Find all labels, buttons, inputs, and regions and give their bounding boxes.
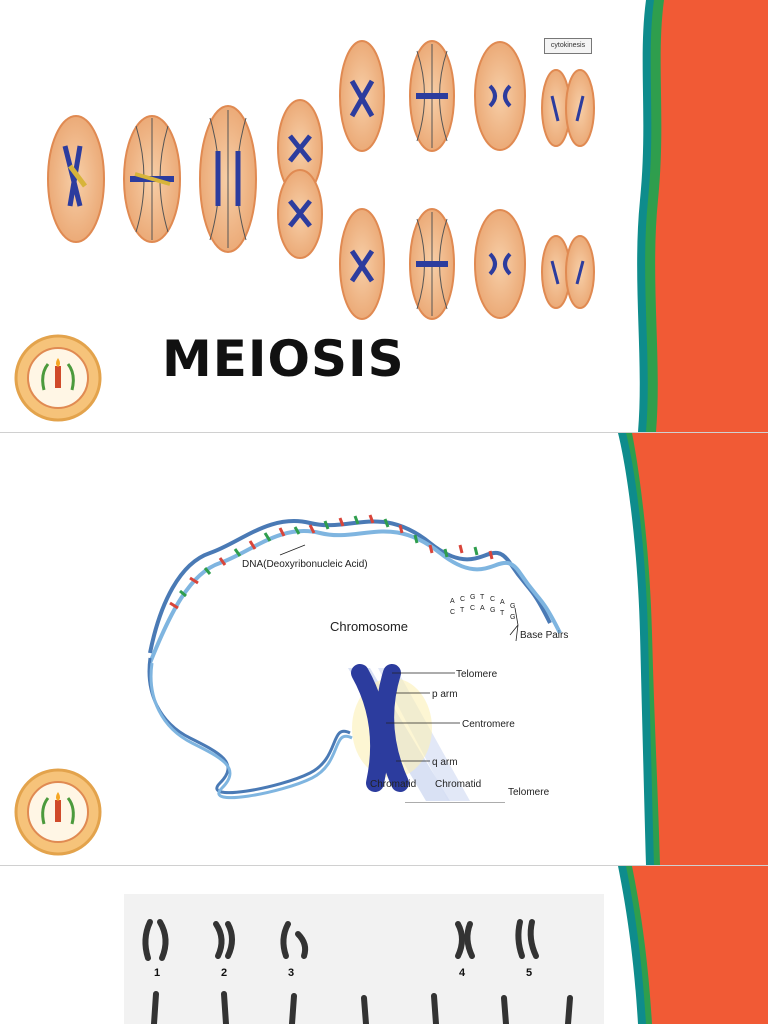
chromosome-title: Chromosome	[330, 619, 408, 634]
base-letter: G	[490, 607, 495, 614]
karyotype-number: 5	[526, 967, 532, 979]
base-pair-letters: A C G T C A G C T C A G T G	[450, 594, 515, 621]
meiosis-row-3	[339, 208, 595, 320]
base-letter: G	[470, 594, 475, 601]
base-letter: T	[480, 594, 485, 601]
base-letter: C	[460, 596, 465, 603]
base-letter: T	[460, 607, 465, 614]
base-letter: G	[510, 603, 515, 610]
p-arm-label: p arm	[432, 689, 458, 700]
karyotype-number: 3	[288, 967, 294, 979]
side-wave-decoration	[618, 433, 768, 865]
base-letter: C	[490, 596, 495, 603]
telomere-top-label: Telomere	[456, 669, 498, 680]
karyotype-number: 2	[221, 967, 227, 979]
telomere-bottom-label: Telomere	[508, 787, 550, 798]
slide-meiosis: cytokinesis MEIOSIS	[0, 0, 768, 432]
karyotype-panel: 1 2 3 4 5	[124, 894, 604, 1024]
dna-chromosome-diagram: A C G T C A G C T C A G T G DNA(Deoxyrib…	[147, 514, 568, 803]
dna-helix	[147, 514, 562, 800]
slide-divider	[0, 432, 768, 433]
centromere-label: Centromere	[462, 719, 515, 730]
side-wave-decoration	[637, 0, 768, 432]
karyotype-chromosomes: 1 2 3 4 5	[142, 919, 573, 1024]
side-wave-decoration	[618, 866, 768, 1024]
school-seal-icon	[14, 334, 102, 422]
chromatid-left-label: Chromatid	[370, 779, 416, 790]
karyotype-number: 4	[459, 967, 466, 979]
meiosis-stages-illustration	[47, 40, 595, 320]
base-letter: C	[450, 609, 455, 616]
slide-divider	[0, 865, 768, 866]
base-letter: A	[450, 598, 455, 605]
slide-karyotype: 1 2 3 4 5	[0, 866, 768, 1024]
slide-chromosome: A C G T C A G C T C A G T G DNA(Deoxyrib…	[0, 433, 768, 865]
base-letter: T	[500, 610, 505, 617]
school-seal-icon	[14, 768, 102, 856]
base-letter: G	[510, 614, 515, 621]
base-pairs-label: Base Pairs	[520, 630, 568, 641]
q-arm-label: q arm	[432, 757, 458, 768]
chromatid-right-label: Chromatid	[435, 779, 481, 790]
meiosis-row-2	[339, 40, 595, 152]
base-letter: C	[470, 605, 475, 612]
base-letter: A	[480, 605, 485, 612]
dna-label: DNA(Deoxyribonucleic Acid)	[242, 559, 368, 570]
page-title: MEIOSIS	[162, 330, 405, 388]
meiosis-row-1	[47, 99, 323, 259]
karyotype-number: 1	[154, 967, 160, 979]
stage-legend: cytokinesis	[544, 38, 592, 54]
base-letter: A	[500, 599, 505, 606]
